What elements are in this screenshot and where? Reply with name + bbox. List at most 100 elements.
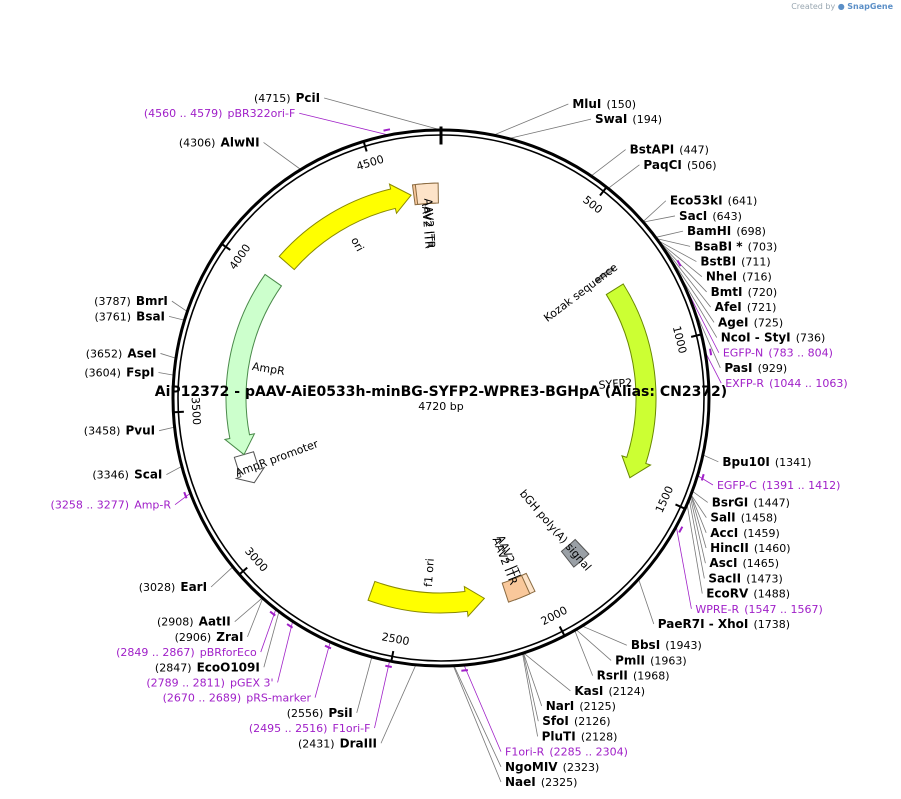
restriction-site-label[interactable]: BstBI (711) xyxy=(700,251,770,270)
site-name: PaeR7I - XhoI xyxy=(658,617,749,631)
primer-binding-mark xyxy=(324,644,332,650)
label-connector xyxy=(523,653,571,692)
feature-label: AAV2 ITR xyxy=(419,198,436,250)
restriction-site-label[interactable]: (3652) AseI xyxy=(86,342,157,361)
label-connector xyxy=(324,97,440,130)
primer-range: (2670 .. 2689) xyxy=(163,692,242,705)
restriction-site-label[interactable]: SacI (643) xyxy=(679,205,742,224)
site-position: (2556) xyxy=(287,707,324,720)
restriction-site-label[interactable]: Eco53kI (641) xyxy=(670,190,757,209)
restriction-site-label[interactable]: PaqCI (506) xyxy=(643,154,716,173)
restriction-site-label[interactable]: RsrII (1968) xyxy=(597,665,670,684)
restriction-site-label[interactable]: NgoMIV (2323) xyxy=(505,756,599,775)
feature-syfp2[interactable] xyxy=(605,283,657,479)
site-position: (1341) xyxy=(775,456,812,469)
label-connector xyxy=(453,666,502,783)
primer-range: (2495 .. 2516) xyxy=(249,722,328,735)
restriction-site-label[interactable]: EcoRV (1488) xyxy=(706,583,790,602)
tick-label: 4000 xyxy=(227,242,254,272)
restriction-site-label[interactable]: NarI (2125) xyxy=(546,695,616,714)
restriction-site-label[interactable]: (2906) ZraI xyxy=(175,626,244,645)
site-name: BmrI xyxy=(136,294,168,308)
primer-range: (3258 .. 3277) xyxy=(51,499,130,512)
site-name: SalI xyxy=(710,511,735,525)
label-connector xyxy=(591,149,626,176)
restriction-site-label[interactable]: Bpu10I (1341) xyxy=(722,451,811,470)
restriction-site-label[interactable]: (2431) DraIII xyxy=(298,732,377,751)
restriction-site-label[interactable]: BsaBI * (703) xyxy=(694,235,777,254)
restriction-site-label[interactable]: PluTI (2128) xyxy=(542,725,618,744)
feature-kozak-sequence[interactable] xyxy=(595,266,615,283)
restriction-site-label[interactable]: NheI (716) xyxy=(706,266,772,285)
restriction-site-label[interactable]: (3761) BsaI xyxy=(95,305,166,324)
label-connector xyxy=(608,164,640,189)
label-connector xyxy=(494,103,569,136)
primer-label[interactable]: (2495 .. 2516) F1ori-F xyxy=(249,717,371,736)
restriction-site-label[interactable]: (3028) EarI xyxy=(139,576,207,595)
primer-label[interactable]: WPRE-R (1547 .. 1567) xyxy=(695,598,822,617)
site-name: EcoO109I xyxy=(197,660,260,674)
primer-label[interactable]: (4560 .. 4579) pBR322ori-F xyxy=(144,102,295,121)
site-name: PsiI xyxy=(328,706,352,720)
site-name: BbsI xyxy=(631,638,660,652)
restriction-site-label[interactable]: (4306) AlwNI xyxy=(179,131,260,150)
restriction-site-label[interactable]: (2847) EcoO109I xyxy=(155,656,260,675)
feature-f1-ori[interactable] xyxy=(367,580,486,618)
restriction-site-label[interactable]: PasI (929) xyxy=(724,357,787,376)
restriction-site-label[interactable]: HincII (1460) xyxy=(710,537,790,556)
restriction-site-label[interactable]: SacII (1473) xyxy=(708,567,782,586)
primer-label[interactable]: (2789 .. 2811) pGEX 3' xyxy=(146,671,273,690)
restriction-site-label[interactable]: (2908) AatII xyxy=(157,611,231,630)
primer-label[interactable]: F1ori-R (2285 .. 2304) xyxy=(505,741,628,760)
feature-ampr[interactable] xyxy=(223,273,283,456)
restriction-site-label[interactable]: PaeR7I - XhoI (1738) xyxy=(658,613,790,632)
restriction-site-label[interactable]: BstAPI (447) xyxy=(630,139,709,158)
restriction-site-label[interactable]: AgeI (725) xyxy=(718,311,783,330)
restriction-site-label[interactable]: NcoI - StyI (736) xyxy=(721,327,826,346)
label-connector xyxy=(263,611,280,668)
restriction-site-label[interactable]: (3787) BmrI xyxy=(94,290,168,309)
restriction-site-label[interactable]: BbsI (1943) xyxy=(631,634,702,653)
restriction-site-label[interactable]: BmtI (720) xyxy=(711,281,778,300)
primer-label[interactable]: (2670 .. 2689) pRS-marker xyxy=(163,687,312,706)
restriction-site-label[interactable]: (4715) PciI xyxy=(254,87,320,106)
tick-mark xyxy=(675,503,686,510)
primer-label[interactable]: EGFP-N (783 .. 804) xyxy=(723,342,833,361)
watermark-prefix: Created by xyxy=(791,2,836,11)
primer-binding-mark xyxy=(678,526,684,533)
restriction-site-label[interactable]: MluI (150) xyxy=(572,93,636,112)
primer-label[interactable]: (2849 .. 2867) pBRforEco xyxy=(116,641,257,660)
restriction-site-label[interactable]: (3346) ScaI xyxy=(92,464,162,483)
label-connector xyxy=(643,200,667,222)
restriction-site-label[interactable]: BsrGI (1447) xyxy=(712,491,790,510)
feature-label: SYFP2 xyxy=(598,376,633,392)
site-name: AlwNI xyxy=(221,135,260,149)
primer-label[interactable]: (3258 .. 3277) Amp-R xyxy=(51,494,172,513)
restriction-site-label[interactable]: NaeI (2325) xyxy=(505,771,577,790)
site-position: (3761) xyxy=(95,310,132,323)
restriction-site-label[interactable]: AscI (1465) xyxy=(709,552,779,571)
restriction-site-label[interactable]: AfeI (721) xyxy=(715,296,777,315)
feature-ori[interactable] xyxy=(278,183,412,271)
label-connector xyxy=(299,112,388,136)
primer-label[interactable]: EGFP-C (1391 .. 1412) xyxy=(717,474,841,493)
restriction-site-label[interactable]: (2556) PsiI xyxy=(287,702,353,721)
restriction-site-label[interactable]: SwaI (194) xyxy=(595,108,662,127)
site-name: SfoI xyxy=(542,714,569,728)
restriction-site-label[interactable]: BamHI (698) xyxy=(687,220,766,239)
restriction-site-label[interactable]: KasI (2124) xyxy=(574,680,645,699)
restriction-site-label[interactable]: (3458) PvuI xyxy=(84,420,155,439)
site-position: (643) xyxy=(712,210,742,223)
restriction-site-label[interactable]: SalI (1458) xyxy=(710,507,777,526)
restriction-site-label[interactable]: PmlI (1963) xyxy=(615,649,687,668)
primer-label[interactable]: EXFP-R (1044 .. 1063) xyxy=(725,372,847,391)
restriction-site-label[interactable]: (3604) FspI xyxy=(84,361,154,380)
feature-label: AAV2 ITR xyxy=(421,198,437,249)
feature-aav2-itr[interactable] xyxy=(414,182,439,205)
feature-aav2-itr[interactable] xyxy=(501,574,531,603)
restriction-site-label[interactable]: AccI (1459) xyxy=(710,522,780,541)
site-name: BsaI xyxy=(136,309,165,323)
restriction-site-label[interactable]: SfoI (2126) xyxy=(542,710,610,729)
feature-bgh-poly-a-signal[interactable] xyxy=(560,538,590,568)
site-position: (2124) xyxy=(608,685,645,698)
